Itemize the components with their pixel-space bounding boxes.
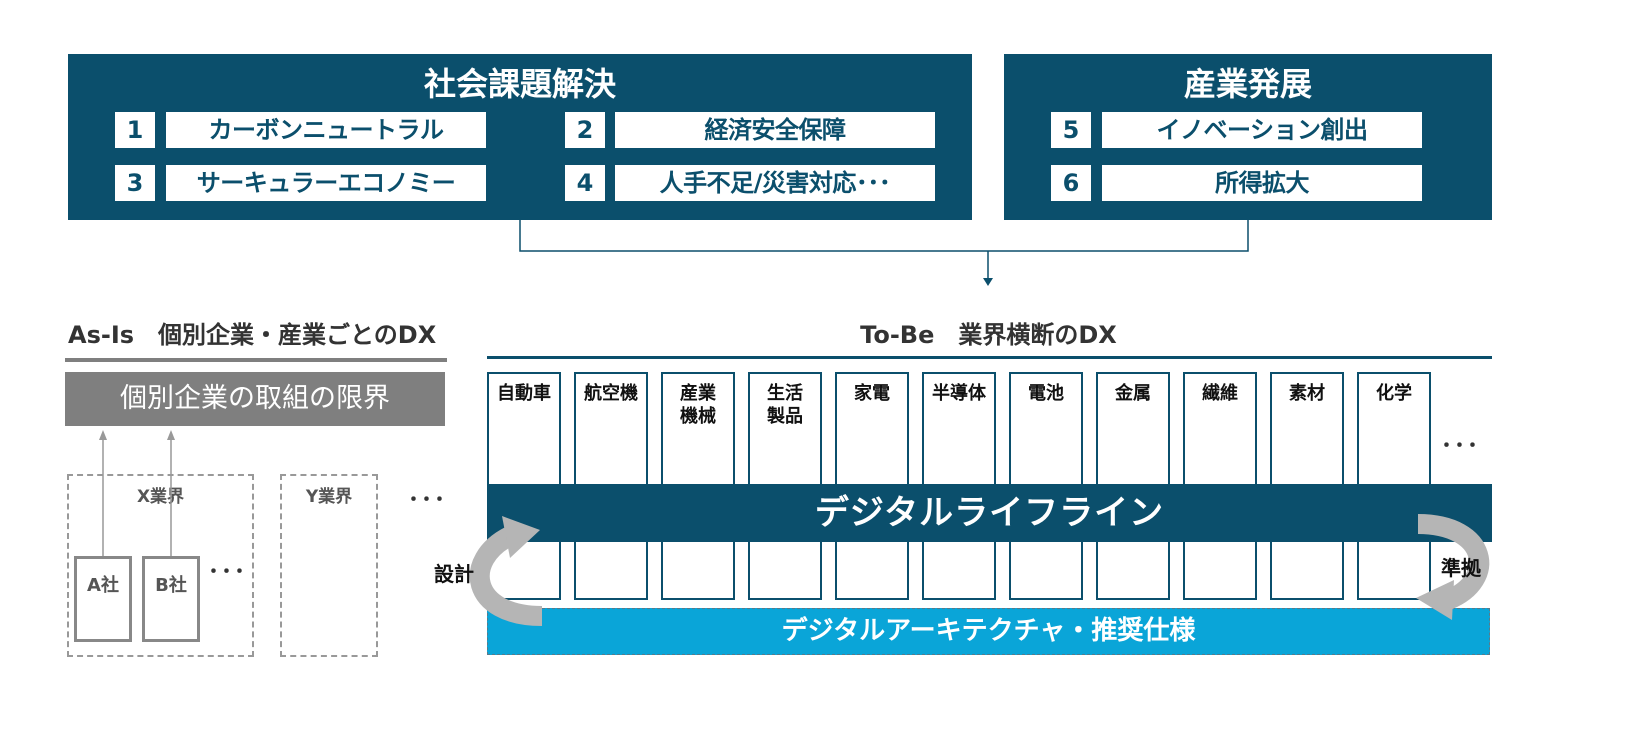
tobe-industry-ellipsis: ･･･ <box>1441 434 1481 459</box>
asis-up-arrows <box>99 430 175 556</box>
asis-heading: As-Is 個別企業・産業ごとのDX <box>68 321 437 349</box>
industry-name-materials: 素材 <box>1289 383 1325 404</box>
limit-box: 個別企業の取組の限界 <box>65 372 445 426</box>
industry-x-label: X業界 <box>136 487 185 507</box>
industry-name-industrial-machinery: 産業 機械 <box>680 383 716 427</box>
social-issues-title: 社会課題解決 <box>423 65 616 103</box>
industry-name-automobile: 自動車 <box>497 383 551 404</box>
company-b-label: B社 <box>155 575 187 596</box>
goal-label-4: 人手不足/災害対応･･･ <box>615 165 935 201</box>
industry-name-consumer-products: 生活 製品 <box>767 383 803 427</box>
limit-box-label: 個別企業の取組の限界 <box>120 383 390 414</box>
social-issues-panel: 社会課題解決 1 カーボンニュートラル 2 経済安全保障 3 サーキュラーエコノ… <box>68 54 972 220</box>
industry-name-semiconductor: 半導体 <box>932 383 986 404</box>
goal-label-1: カーボンニュートラル <box>166 112 486 148</box>
goal-label-5: イノベーション創出 <box>1102 112 1422 148</box>
design-curve-arrow <box>469 516 543 626</box>
company-a-box: A社 <box>74 556 132 642</box>
digital-lifeline-label: デジタルライフライン <box>814 493 1165 533</box>
asis-industry-ellipsis: ･･･ <box>408 488 448 513</box>
industry-name-battery: 電池 <box>1028 383 1064 404</box>
comply-curve-arrow <box>1416 514 1490 620</box>
industry-growth-title: 産業発展 <box>1183 65 1312 103</box>
tobe-heading: To-Be 業界横断のDX <box>860 321 1117 349</box>
design-label: 設計 <box>434 562 474 586</box>
industry-name-home-appliances: 家電 <box>854 383 890 404</box>
comply-label: 準拠 <box>1441 556 1481 580</box>
industry-name-chemicals: 化学 <box>1376 383 1412 404</box>
goal-number-4: 4 <box>565 165 605 201</box>
asis-company-ellipsis: ･･･ <box>208 560 248 585</box>
digital-architecture-label: デジタルアーキテクチャ・推奨仕様 <box>781 616 1196 646</box>
tobe-heading-rule <box>487 356 1492 359</box>
panel-connector <box>519 220 1249 286</box>
industry-name-metals: 金属 <box>1115 383 1151 404</box>
goal-number-1: 1 <box>115 112 155 148</box>
digital-architecture-band: デジタルアーキテクチャ・推奨仕様 <box>487 608 1490 655</box>
goal-number-2: 2 <box>565 112 605 148</box>
industry-y-label: Y業界 <box>305 487 353 507</box>
goal-label-2: 経済安全保障 <box>615 112 935 148</box>
goal-number-5: 5 <box>1051 112 1091 148</box>
industry-y-box <box>280 474 378 657</box>
goal-number-6: 6 <box>1051 165 1091 201</box>
goal-label-6: 所得拡大 <box>1102 165 1422 201</box>
company-a-label: A社 <box>87 575 119 596</box>
industry-growth-panel: 産業発展 5 イノベーション創出 6 所得拡大 <box>1004 54 1492 220</box>
industry-x-box <box>67 474 254 657</box>
goal-label-3: サーキュラーエコノミー <box>166 165 486 201</box>
goal-number-3: 3 <box>115 165 155 201</box>
asis-heading-rule <box>65 358 447 362</box>
digital-lifeline-band: デジタルライフライン <box>487 484 1492 542</box>
company-b-box: B社 <box>142 556 200 642</box>
industry-name-aircraft: 航空機 <box>584 383 638 404</box>
industry-name-textiles: 繊維 <box>1202 383 1238 404</box>
